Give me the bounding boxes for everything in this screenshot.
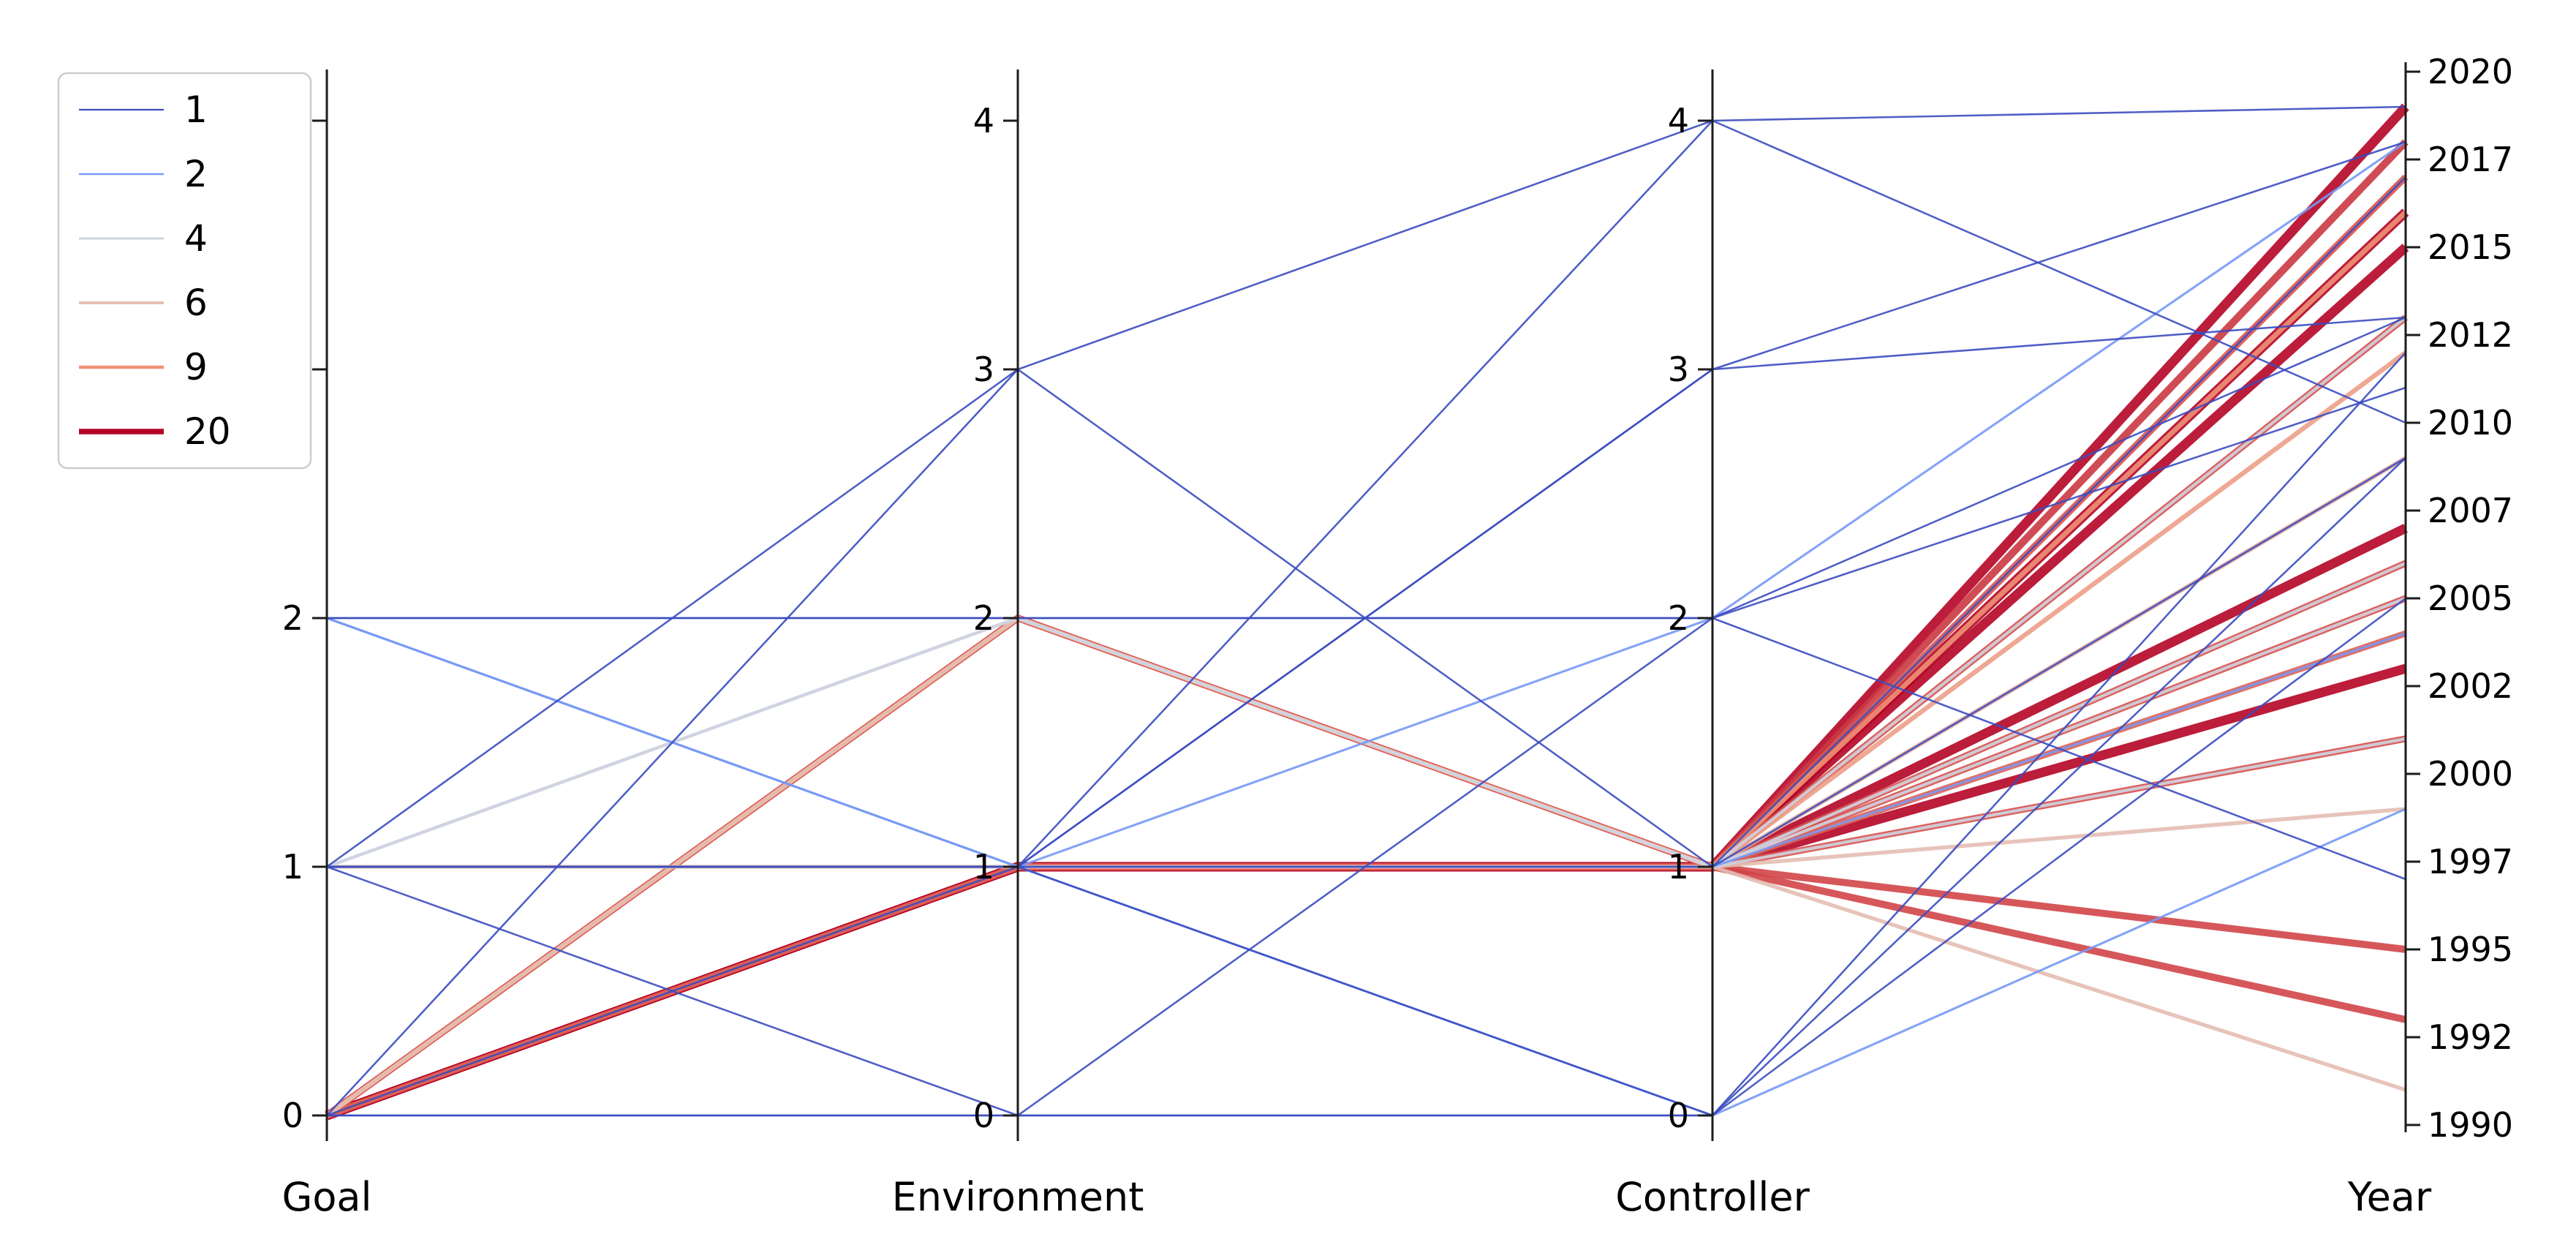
legend-box [57,72,312,470]
environment-tick-label: 0 [973,1096,994,1135]
year-tick-label: 2007 [2428,491,2513,530]
legend-label: 6 [184,282,208,324]
year-tick-label: 2012 [2428,315,2513,355]
legend-label: 9 [184,346,208,388]
year-axis-title: Year [2347,1174,2432,1220]
year-tick-label: 2020 [2428,52,2513,91]
legend: 1 2 4 6 9 20 [57,72,312,470]
controller-axis-title: Controller [1615,1174,1810,1220]
goal-tick-label: 0 [282,1096,303,1135]
year-tick-label: 2015 [2428,227,2513,267]
year-tick-label: 1990 [2428,1105,2513,1145]
year-tick-label: 2017 [2428,140,2513,179]
legend-label: 4 [184,217,208,260]
controller-tick-label: 2 [1668,598,1689,638]
goal-axis-title: Goal [282,1174,372,1220]
controller-tick-label: 4 [1668,101,1689,140]
controller-tick-label: 3 [1668,350,1689,389]
environment-tick-label: 2 [973,598,994,638]
year-tick-label: 2002 [2428,666,2513,706]
environment-axis-title: Environment [892,1174,1144,1220]
environment-tick-label: 4 [973,101,994,140]
year-tick-label: 2010 [2428,403,2513,443]
legend-label: 2 [184,153,208,195]
data-lines-layer [325,103,2409,1121]
year-tick-label: 1992 [2428,1017,2513,1057]
year-axis: 1990 1992 1995 1997 2000 2002 2005 2007 2010 2012… [2347,52,2513,1220]
year-tick-label: 2005 [2428,579,2513,618]
year-tick-label: 1997 [2428,842,2513,881]
chart-line [327,316,2406,868]
chart-line [327,457,2406,1117]
year-tick-label: 1995 [2428,930,2513,969]
year-tick-label: 2000 [2428,754,2513,794]
goal-axis: 01234Goal [282,69,372,1220]
environment-tick-label: 3 [973,350,994,389]
goal-tick-label: 1 [282,847,303,887]
goal-tick-label: 2 [282,598,303,638]
legend-label: 20 [184,410,231,453]
environment-tick-label: 1 [973,847,994,887]
controller-tick-label: 0 [1668,1096,1689,1135]
controller-tick-label: 1 [1668,847,1689,887]
legend-label: 1 [184,89,208,131]
